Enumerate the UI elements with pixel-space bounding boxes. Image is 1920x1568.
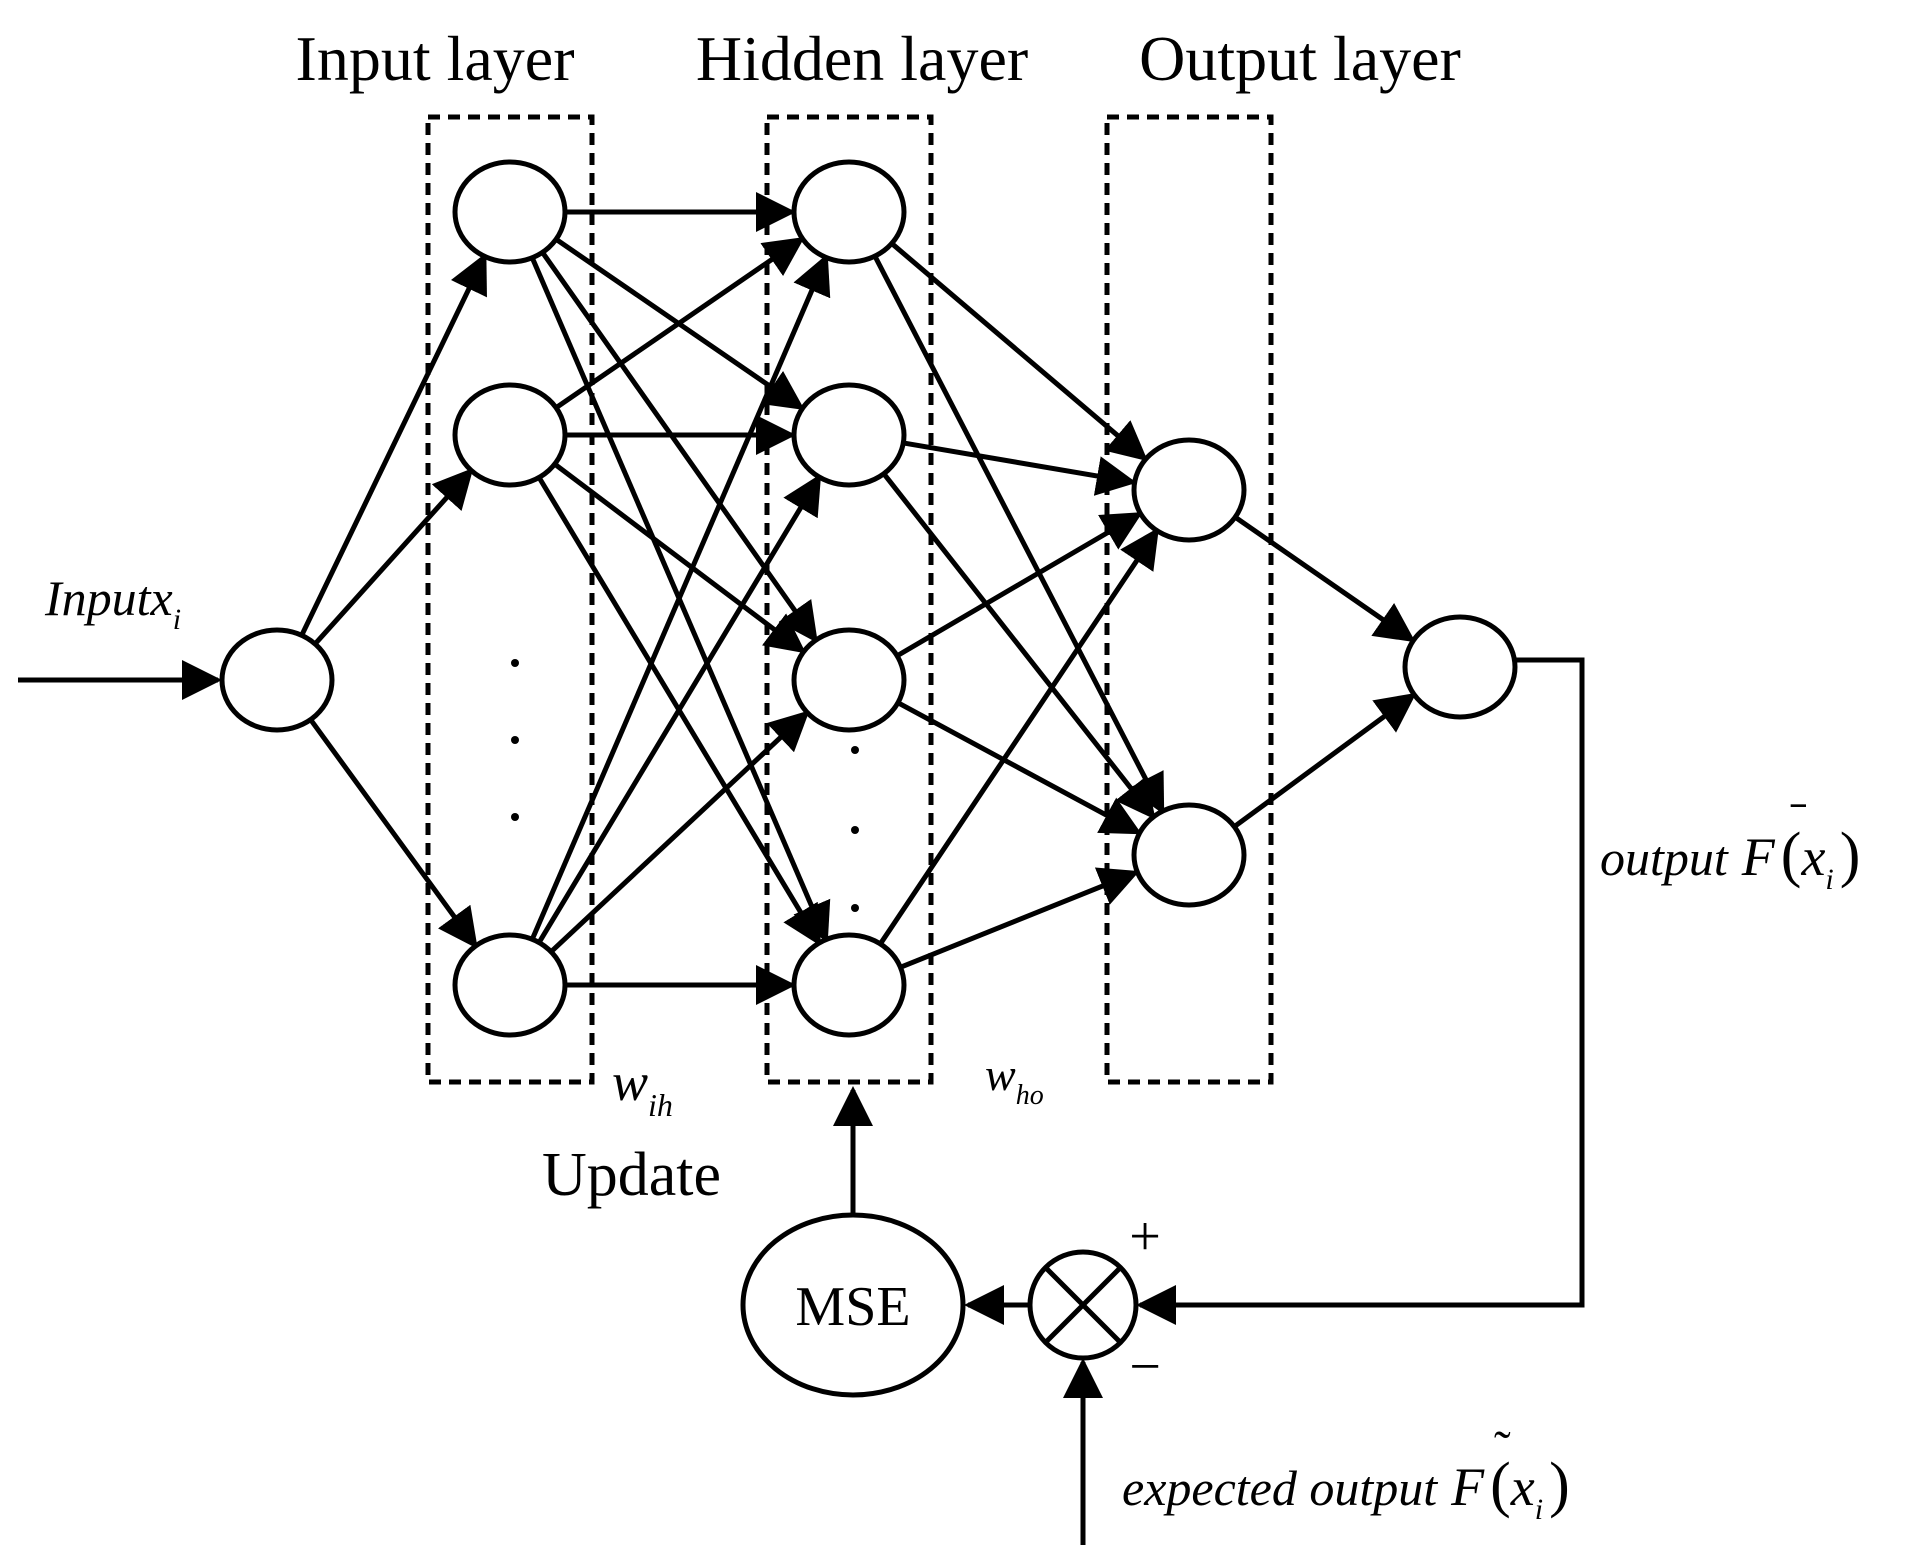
edge-hidden-3-to-output-1 <box>895 511 1143 659</box>
edge-hidden-4-to-output-2 <box>899 867 1140 970</box>
hidden-node-2 <box>791 382 907 488</box>
junction-cross-2 <box>1044 1266 1122 1344</box>
edge-input-1-to-hidden-3 <box>540 250 818 644</box>
edge-output-1-to-final <box>1233 515 1416 643</box>
input-layer-box <box>425 114 595 1085</box>
weight-ho-label: who <box>985 1049 1044 1111</box>
hidden-node-1 <box>791 159 907 265</box>
weight-ih-label: wih <box>612 1052 673 1123</box>
plus-sign: + <box>1129 1206 1161 1268</box>
final-node <box>1402 614 1518 720</box>
hidden-layer-box <box>764 114 934 1085</box>
edge-input-2-to-hidden-1 <box>554 236 805 410</box>
hidden-node-3 <box>791 627 907 733</box>
edge-hidden-2-to-output-2 <box>881 471 1156 820</box>
output-bar-accent: ˉ <box>1790 790 1807 846</box>
edge-source-to-input-3 <box>308 717 478 949</box>
input-ellipsis-dot-1 <box>511 659 519 667</box>
input-node-2 <box>452 382 568 488</box>
edge-hidden-4-to-output-1 <box>878 527 1159 946</box>
minus-sign: − <box>1129 1336 1161 1398</box>
input-label: Inputxi <box>44 570 181 636</box>
edge-source-to-input-1 <box>299 252 487 637</box>
hidden-ellipsis-dot-2 <box>851 826 859 834</box>
hidden-layer-title: Hidden layer <box>696 23 1028 94</box>
edge-source-to-input-2 <box>313 467 474 646</box>
edge-input-3-to-hidden-1 <box>529 253 831 941</box>
hidden-ellipsis-dot-1 <box>851 746 859 754</box>
mse-label: MSE <box>795 1276 910 1338</box>
edge-input-3-to-hidden-3 <box>549 710 810 954</box>
edge-hidden-2-to-output-1 <box>902 440 1137 496</box>
output-feedback-line <box>1160 657 1585 1308</box>
edge-hidden-3-to-output-2 <box>896 700 1142 835</box>
input-ellipsis-dot-2 <box>511 736 519 744</box>
connections <box>299 192 1417 1005</box>
output-layer-box <box>1104 114 1274 1085</box>
hidden-node-4 <box>791 932 907 1038</box>
edge-input-3-to-hidden-2 <box>536 473 822 945</box>
output-layer-title: Output layer <box>1139 23 1461 94</box>
edge-input-2-to-hidden-3 <box>553 461 806 654</box>
input-layer-title: Input layer <box>296 23 575 94</box>
source-node <box>219 627 335 733</box>
output-node-2 <box>1131 802 1247 908</box>
expected-tilde-accent: ˜ <box>1494 1420 1511 1476</box>
input-ellipsis-dot-3 <box>511 813 519 821</box>
edge-hidden-1-to-output-1 <box>889 241 1148 462</box>
hidden-ellipsis-dot-3 <box>851 904 859 912</box>
output-node-1 <box>1131 437 1247 543</box>
edge-output-2-to-final <box>1232 692 1417 829</box>
edge-hidden-1-to-output-2 <box>872 254 1165 815</box>
input-node-1 <box>452 159 568 265</box>
update-label: Update <box>542 1141 721 1209</box>
input-node-3 <box>452 932 568 1038</box>
